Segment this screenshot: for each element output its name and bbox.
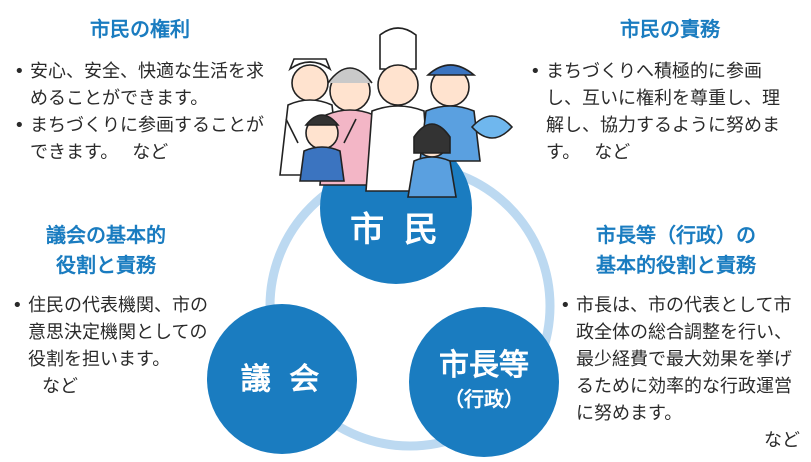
mayor-circle-label-line1: 市長等 — [439, 348, 529, 383]
council-circle-label: 議 会 — [240, 362, 324, 397]
rights-heading: 市民の権利 — [90, 17, 190, 41]
citizens-circle-label: 市 民 — [350, 210, 442, 250]
list-item: まちづくりへ積極的に参画し、互いに権利を尊重し、理解し、協力するように努めます。… — [530, 58, 792, 166]
duties-heading: 市民の責務 — [620, 17, 720, 41]
council-heading-line1: 議会の基本的 — [46, 223, 166, 247]
mayor-heading: 市長等（行政）の 基本的役割と責務 — [560, 220, 792, 280]
council-circle — [207, 304, 357, 454]
list-item: まちづくりに参画することができます。など — [14, 112, 272, 166]
duties-list: まちづくりへ積極的に参画し、互いに権利を尊重し、理解し、協力するように努めます。… — [530, 58, 792, 166]
list-item: 安心、安全、快適な生活を求めることができます。 — [14, 58, 272, 112]
council-heading-line2: 役割と責務 — [56, 253, 156, 277]
council-heading: 議会の基本的 役割と責務 — [8, 220, 204, 280]
mayor-circle — [409, 307, 559, 457]
council-list: 住民の代表機関、市の意思決定機関としての役割を担います。など — [12, 292, 208, 400]
list-item: 市長は、市の代表として市政全体の総合調整を行い、最少経費で最大効果を挙げるために… — [560, 292, 800, 454]
list-item: 住民の代表機関、市の意思決定機関としての役割を担います。など — [12, 292, 208, 400]
rights-list: 安心、安全、快適な生活を求めることができます。 まちづくりに参画することができま… — [14, 58, 272, 166]
mayor-list: 市長は、市の代表として市政全体の総合調整を行い、最少経費で最大効果を挙げるために… — [560, 292, 800, 454]
mayor-heading-line1: 市長等（行政）の — [596, 223, 756, 247]
mayor-heading-line2: 基本的役割と責務 — [596, 253, 756, 277]
citizens-illustration — [279, 27, 514, 198]
mayor-circle-label-line2: （行政） — [444, 387, 524, 411]
